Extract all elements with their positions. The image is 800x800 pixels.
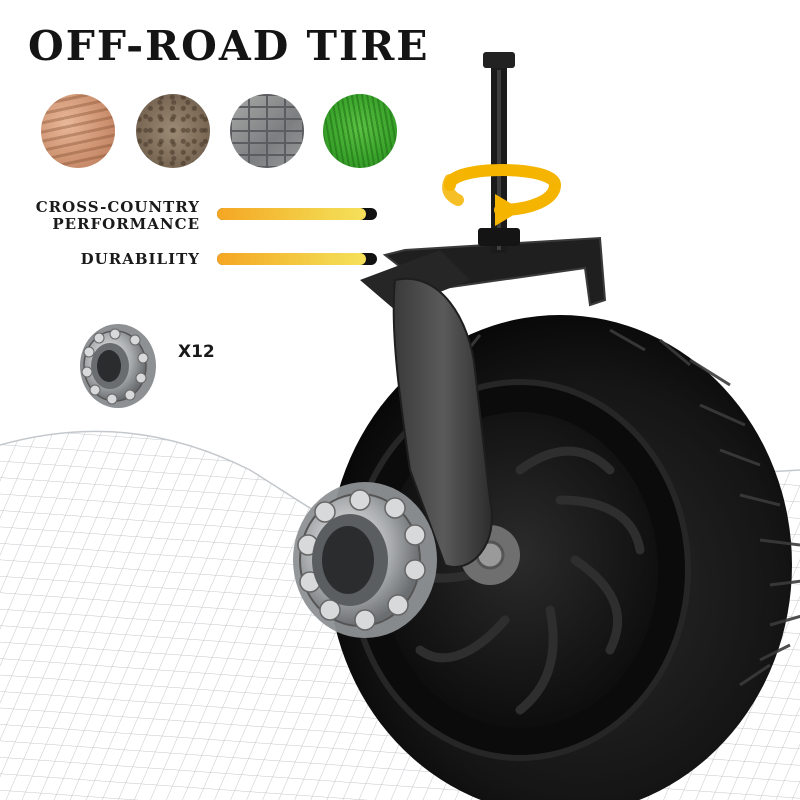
bearing-icon (80, 324, 156, 408)
metric-label-line1: CROSS-COUNTRY (35, 198, 200, 216)
cross-country-bar (217, 208, 377, 220)
grass-icon (323, 94, 397, 168)
metric-label-durability: DURABILITY (20, 251, 200, 268)
durability-bar-fill (217, 253, 366, 265)
bearing-large-illustration (293, 482, 437, 638)
soil-icon (136, 94, 210, 168)
cross-country-bar-fill (217, 208, 366, 220)
metric-label-cross-country: CROSS-COUNTRY PERFORMANCE (20, 199, 200, 233)
metric-label-line1: DURABILITY (80, 250, 200, 268)
bearing-count-label: X12 (178, 342, 215, 362)
rotate-arrow-icon (442, 164, 562, 226)
wood-icon (41, 94, 115, 168)
durability-bar (217, 253, 377, 265)
page-title: OFF-ROAD TIRE (28, 22, 430, 70)
fork-bracket (360, 236, 607, 568)
brick-icon (230, 94, 304, 168)
metric-label-line2: PERFORMANCE (52, 215, 200, 233)
